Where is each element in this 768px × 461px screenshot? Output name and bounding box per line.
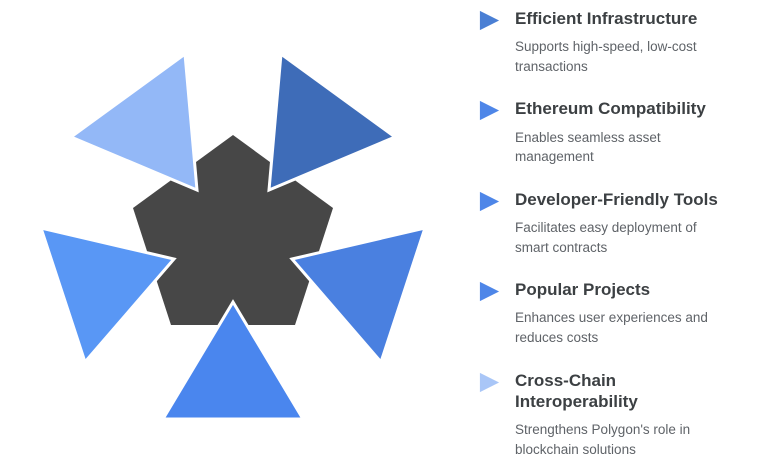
- legend-item-title: Cross-Chain Interoperability: [515, 370, 638, 411]
- triangle-bottom: [160, 299, 306, 421]
- legend-item: Cross-Chain Interoperability Strengthens…: [478, 370, 725, 460]
- legend-item: Developer-Friendly Tools Facilitates eas…: [478, 189, 725, 257]
- legend-item-description: Facilitates easy deployment of smart con…: [515, 220, 697, 255]
- triangle-right-icon: [479, 101, 500, 121]
- triangle-right: [289, 225, 428, 365]
- legend-item-title: Developer-Friendly Tools: [515, 189, 718, 209]
- legend-item-title: Efficient Infrastructure: [515, 9, 698, 28]
- legend-item: Popular Projects Enhances user experienc…: [478, 279, 725, 347]
- legend: Efficient Infrastructure Supports high-s…: [478, 8, 725, 461]
- legend-item-description: Enables seamless asset management: [515, 129, 661, 165]
- legend-item-description: Supports high-speed, low-cost transactio…: [515, 39, 697, 74]
- triangle-right-icon: [479, 372, 500, 392]
- triangle-right-icon: [479, 191, 500, 211]
- legend-item: Ethereum Compatibility Enables seamless …: [478, 98, 725, 166]
- legend-item-title: Popular Projects: [515, 280, 651, 300]
- triangle-top-right: [267, 51, 399, 193]
- triangle-left: [38, 225, 177, 365]
- triangle-top-left: [67, 51, 199, 193]
- legend-item-description: Strengthens Polygon's role in blockchain…: [515, 422, 691, 457]
- triangle-right-icon: [479, 282, 500, 302]
- legend-item: Efficient Infrastructure Supports high-s…: [478, 8, 725, 76]
- triangle-right-icon: [479, 10, 500, 31]
- legend-item-description: Enhances user experiences and reduces co…: [515, 310, 708, 345]
- legend-item-title: Ethereum Compatibility: [515, 99, 706, 119]
- pentagon-diagram: [38, 51, 428, 421]
